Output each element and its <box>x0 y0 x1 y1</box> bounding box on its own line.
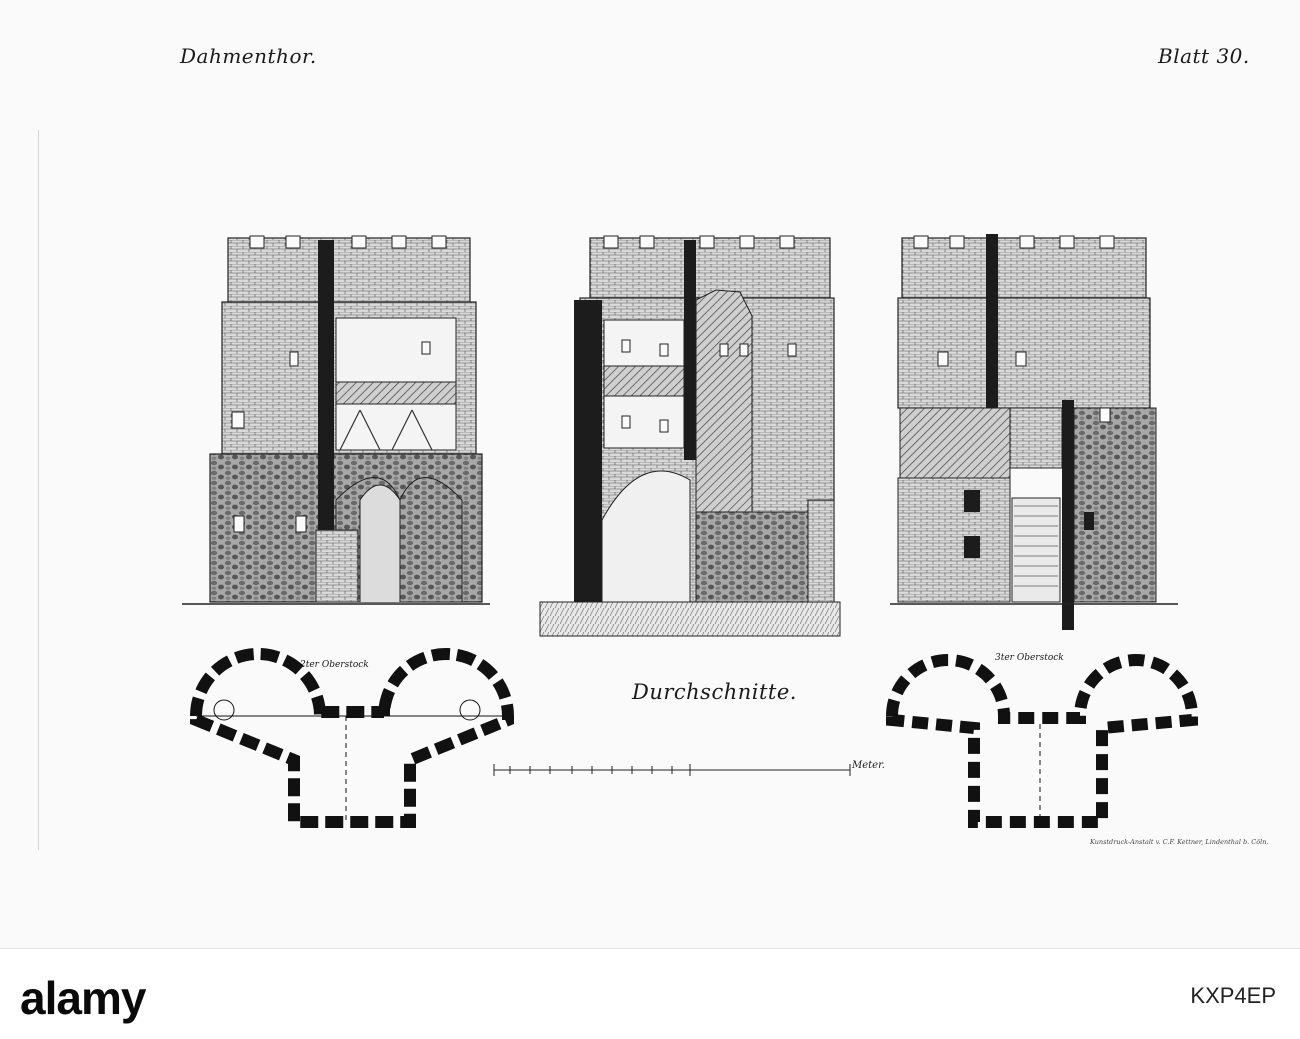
left-plan-label: 2ter Oberstock <box>300 660 369 670</box>
sections-caption: Durchschnitte. <box>632 680 797 704</box>
architectural-drawings <box>182 234 1198 828</box>
printer-credit: Kunstdruck-Anstalt v. C.F. Kettner, Lind… <box>1090 838 1269 846</box>
left-floor-plan <box>190 648 514 828</box>
drawing-sheet: Dahmenthor. Blatt 30. 2ter Oberstock 3te… <box>38 44 1269 850</box>
scale-bar <box>493 764 851 776</box>
left-tower-section <box>182 235 490 605</box>
watermark-footer: alamy KXP4EP <box>0 948 1300 1039</box>
middle-tower-section <box>539 235 841 637</box>
alamy-logo: alamy <box>20 972 146 1024</box>
plate-title: Dahmenthor. <box>180 44 317 68</box>
right-plan-label: 3ter Oberstock <box>995 653 1064 663</box>
scale-bar-label: Meter. <box>852 760 885 771</box>
right-floor-plan <box>886 654 1198 828</box>
image-id: KXP4EP <box>1190 983 1276 1008</box>
right-tower-section <box>890 234 1178 630</box>
sheet-fold-line <box>38 130 39 850</box>
plate-number: Blatt 30. <box>1158 44 1250 68</box>
